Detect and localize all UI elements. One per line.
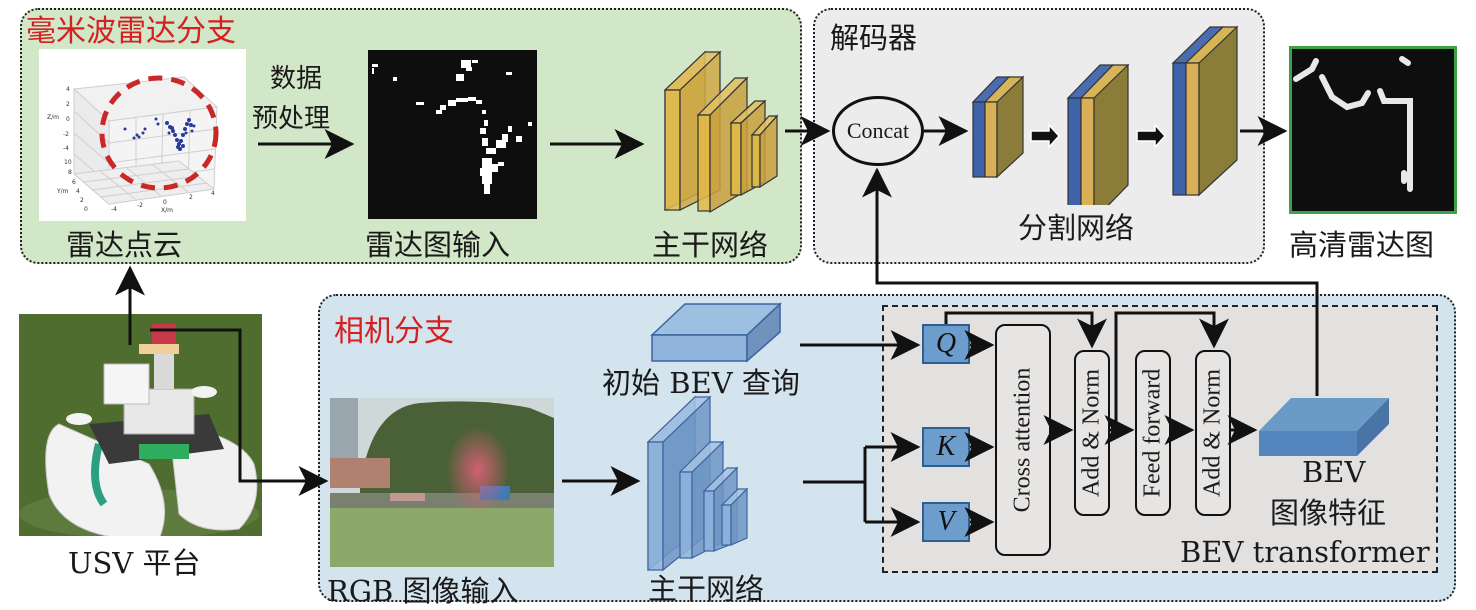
x-tick: -4 bbox=[111, 206, 117, 213]
y-tick: 8 bbox=[68, 169, 72, 176]
query-box: Q bbox=[922, 324, 970, 364]
z-tick: -4 bbox=[63, 145, 69, 152]
rgb-image-label: RGB 图像输入 bbox=[327, 574, 519, 608]
radar-image-input bbox=[368, 50, 537, 219]
add-norm-block-1: Add & Norm bbox=[1074, 350, 1110, 516]
radar-backbone-icon bbox=[663, 50, 779, 214]
y-axis-label: Y/m bbox=[56, 188, 69, 195]
camera-backbone-icon bbox=[646, 395, 749, 572]
z-tick: 0 bbox=[66, 116, 70, 123]
radar-point-cloud-image: 4 2 0 -2 -4 Z/m 10 8 6 4 2 0 Y/m -4 -2 0… bbox=[39, 49, 246, 221]
decoder-title: 解码器 bbox=[830, 21, 918, 55]
y-tick: 10 bbox=[64, 159, 72, 166]
cross-attention-label: Cross attention bbox=[1009, 367, 1036, 513]
preprocess-label-line2: 预处理 bbox=[252, 104, 331, 134]
point-cloud-plot: 4 2 0 -2 -4 Z/m 10 8 6 4 2 0 Y/m -4 -2 0… bbox=[47, 75, 219, 214]
z-axis-label: Z/m bbox=[47, 114, 59, 121]
bev-feature-label-line2: 图像特征 bbox=[1270, 496, 1387, 530]
hd-radar-map-output bbox=[1289, 46, 1457, 214]
bev-query-label: 初始 BEV 查询 bbox=[602, 366, 800, 400]
z-tick: 4 bbox=[66, 86, 70, 93]
x-tick: 0 bbox=[163, 199, 167, 206]
add-norm-block-2: Add & Norm bbox=[1195, 350, 1231, 516]
y-tick: 2 bbox=[80, 197, 84, 204]
y-tick: 4 bbox=[76, 188, 80, 195]
bev-query-icon bbox=[650, 302, 782, 363]
x-axis-label: X/m bbox=[161, 207, 173, 214]
x-tick: -2 bbox=[137, 202, 143, 209]
y-tick: 0 bbox=[84, 206, 88, 213]
hd-radar-map-lines bbox=[1293, 56, 1413, 192]
bev-transformer-title: BEV transformer bbox=[1180, 535, 1430, 569]
camera-branch-title: 相机分支 bbox=[334, 314, 454, 349]
concat-node: Concat bbox=[832, 96, 924, 166]
rgb-scene bbox=[330, 398, 554, 567]
v-label: V bbox=[937, 506, 955, 537]
usv-platform-label: USV 平台 bbox=[68, 546, 201, 580]
segmentation-label: 分割网络 bbox=[1018, 211, 1135, 245]
radar-backbone-label: 主干网络 bbox=[652, 228, 769, 262]
camera-backbone-label: 主干网络 bbox=[648, 572, 765, 606]
feed-forward-block: Feed forward bbox=[1135, 350, 1171, 516]
z-tick: -2 bbox=[63, 131, 69, 138]
radar-image-points bbox=[372, 60, 532, 194]
key-box: K bbox=[922, 427, 970, 467]
hd-radar-map-label: 高清雷达图 bbox=[1289, 228, 1435, 262]
y-tick: 6 bbox=[72, 179, 76, 186]
concat-label: Concat bbox=[846, 118, 910, 143]
usv-drawing bbox=[19, 314, 262, 536]
cross-attention-block: Cross attention bbox=[995, 324, 1051, 556]
x-tick: 4 bbox=[211, 190, 215, 197]
feed-forward-label: Feed forward bbox=[1139, 368, 1166, 498]
preprocess-label-line1: 数据 bbox=[270, 64, 323, 94]
bev-feature-icon bbox=[1259, 398, 1389, 456]
add-norm-label-2: Add & Norm bbox=[1199, 369, 1226, 497]
radar-branch-title: 毫米波雷达分支 bbox=[26, 14, 236, 49]
segmentation-network-icon bbox=[971, 25, 1239, 205]
bev-feature-label-line1: BEV bbox=[1302, 455, 1366, 489]
x-tick: 2 bbox=[189, 194, 193, 201]
q-label: Q bbox=[935, 328, 957, 359]
block-arrow bbox=[1030, 123, 1167, 149]
k-label: K bbox=[936, 431, 956, 462]
radar-image-label: 雷达图输入 bbox=[365, 228, 511, 262]
rgb-image-input bbox=[330, 398, 554, 567]
usv-platform-photo bbox=[19, 314, 262, 536]
z-tick: 2 bbox=[66, 101, 70, 108]
point-cloud-label: 雷达点云 bbox=[66, 228, 183, 262]
add-norm-label-1: Add & Norm bbox=[1078, 369, 1105, 497]
value-box: V bbox=[922, 502, 970, 542]
